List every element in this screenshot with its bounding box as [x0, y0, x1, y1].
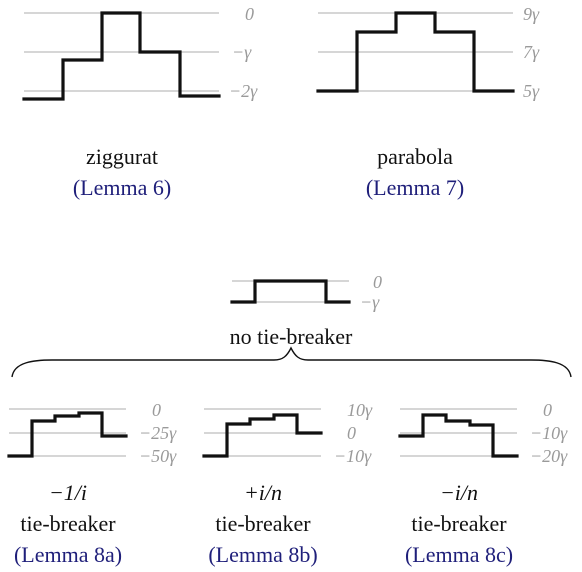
parabola-tick-0: 9γ	[523, 4, 540, 24]
no-tie-breaker-tick-1: −γ	[360, 292, 380, 312]
parabola-reference[interactable]: (Lemma 7)	[366, 175, 464, 200]
plus-i-over-n-tick-1: 0	[347, 423, 356, 443]
plus-i-over-n-caption: tie-breaker	[215, 511, 311, 536]
ziggurat-diagram: 0 −γ −2γ ziggurat (Lemma 6)	[22, 4, 258, 200]
minus-i-over-n-tick-2: −20γ	[530, 446, 568, 466]
ziggurat-close-paren: )	[164, 175, 171, 200]
minus-1-over-i-close-paren: )	[115, 542, 122, 567]
plus-i-over-n-open-paren: (	[208, 542, 215, 567]
ziggurat-reference[interactable]: (Lemma 6)	[73, 175, 171, 200]
plus-i-over-n-tick-0: 10γ	[347, 400, 373, 420]
ziggurat-open-paren: (	[73, 175, 80, 200]
parabola-tick-2: 5γ	[523, 81, 540, 101]
parabola-diagram: 9γ 7γ 5γ parabola (Lemma 7)	[316, 4, 540, 200]
plus-i-over-n-formula: +i/n	[244, 480, 282, 505]
plus-i-over-n-diagram: 10γ 0 −10γ +i/n tie-breaker (Lemma 8b)	[202, 400, 373, 567]
minus-1-over-i-diagram: 0 −25γ −50γ −1/i tie-breaker (Lemma 8a)	[7, 400, 177, 567]
plus-i-over-n-lemma-link[interactable]: Lemma 8b	[216, 542, 311, 567]
parabola-close-paren: )	[457, 175, 464, 200]
group-brace	[11, 346, 572, 378]
ziggurat-step-curve	[22, 11, 221, 101]
minus-1-over-i-lemma-link[interactable]: Lemma 8a	[21, 542, 115, 567]
minus-1-over-i-caption: tie-breaker	[20, 511, 116, 536]
minus-i-over-n-step-curve	[398, 413, 519, 458]
minus-i-over-n-tick-1: −10γ	[530, 423, 568, 443]
minus-i-over-n-caption: tie-breaker	[411, 511, 507, 536]
minus-1-over-i-reference[interactable]: (Lemma 8a)	[14, 542, 122, 567]
ziggurat-tick-0: 0	[245, 4, 254, 24]
ziggurat-tick-2: −2γ	[229, 81, 258, 101]
plus-i-over-n-reference[interactable]: (Lemma 8b)	[208, 542, 317, 567]
minus-1-over-i-open-paren: (	[14, 542, 21, 567]
parabola-open-paren: (	[366, 175, 373, 200]
minus-1-over-i-step-curve	[7, 411, 128, 458]
parabola-lemma-link[interactable]: Lemma 7	[373, 175, 457, 200]
minus-1-over-i-tick-1: −25γ	[139, 423, 177, 443]
plus-i-over-n-step-curve	[202, 413, 323, 458]
parabola-step-curve	[316, 11, 515, 93]
ziggurat-caption: ziggurat	[86, 144, 158, 169]
plus-i-over-n-tick-2: −10γ	[334, 446, 372, 466]
no-tie-breaker-caption: no tie-breaker	[230, 324, 353, 349]
no-tie-breaker-step-curve	[230, 279, 351, 304]
ziggurat-tick-1: −γ	[232, 42, 252, 62]
minus-i-over-n-lemma-link[interactable]: Lemma 8c	[412, 542, 506, 567]
parabola-tick-1: 7γ	[523, 42, 540, 62]
plus-i-over-n-close-paren: )	[310, 542, 317, 567]
parabola-caption: parabola	[377, 144, 453, 169]
no-tie-breaker-diagram: 0 −γ no tie-breaker	[11, 272, 572, 378]
minus-i-over-n-formula: −i/n	[440, 480, 478, 505]
minus-i-over-n-diagram: 0 −10γ −20γ −i/n tie-breaker (Lemma 8c)	[398, 400, 568, 567]
minus-i-over-n-open-paren: (	[405, 542, 412, 567]
minus-1-over-i-tick-2: −50γ	[139, 446, 177, 466]
ziggurat-lemma-link[interactable]: Lemma 6	[80, 175, 164, 200]
minus-1-over-i-tick-0: 0	[152, 400, 161, 420]
minus-i-over-n-tick-0: 0	[543, 400, 552, 420]
no-tie-breaker-tick-0: 0	[373, 272, 382, 292]
minus-i-over-n-reference[interactable]: (Lemma 8c)	[405, 542, 513, 567]
minus-1-over-i-formula: −1/i	[49, 480, 87, 505]
minus-i-over-n-close-paren: )	[506, 542, 513, 567]
